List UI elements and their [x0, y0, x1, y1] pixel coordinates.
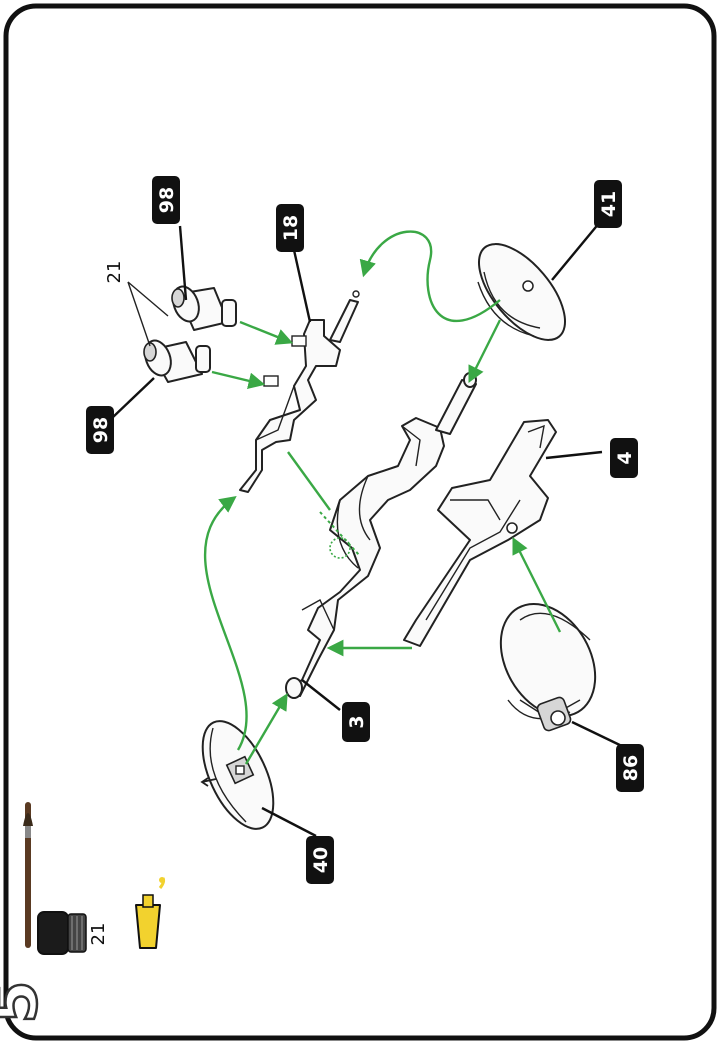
leader-lines — [111, 221, 627, 838]
part-86 — [499, 602, 597, 732]
callout-98-left: 98 — [86, 406, 114, 454]
paint-number: 21 — [88, 923, 109, 946]
paint-pointers: 21 — [104, 261, 169, 347]
svg-text:18: 18 — [280, 215, 302, 241]
glue-tube-icon — [135, 877, 166, 949]
assembly-arrows — [203, 230, 562, 765]
part-41 — [477, 243, 567, 341]
callout-4: 4 — [610, 438, 638, 478]
callout-40: 40 — [306, 836, 334, 884]
step-number: 5 — [0, 980, 51, 1023]
svg-text:3: 3 — [346, 715, 368, 728]
paintbrush-icon — [23, 802, 33, 948]
callout-98-right: 98 — [152, 176, 180, 224]
part-98-right — [171, 285, 237, 331]
paint-pot-icon — [37, 911, 87, 955]
part-98-left — [143, 339, 211, 383]
svg-text:41: 41 — [598, 191, 620, 217]
svg-text:4: 4 — [614, 451, 636, 464]
callout-86: 86 — [616, 744, 644, 792]
svg-text:40: 40 — [310, 847, 332, 873]
callout-3: 3 — [342, 702, 370, 742]
damper-paint-number: 21 — [104, 261, 125, 284]
callout-41: 41 — [594, 180, 622, 228]
svg-text:98: 98 — [90, 417, 112, 443]
svg-text:86: 86 — [620, 755, 642, 781]
part-18 — [239, 290, 360, 493]
part-4 — [403, 419, 557, 647]
svg-text:98: 98 — [156, 187, 178, 213]
callout-18: 18 — [276, 204, 304, 252]
